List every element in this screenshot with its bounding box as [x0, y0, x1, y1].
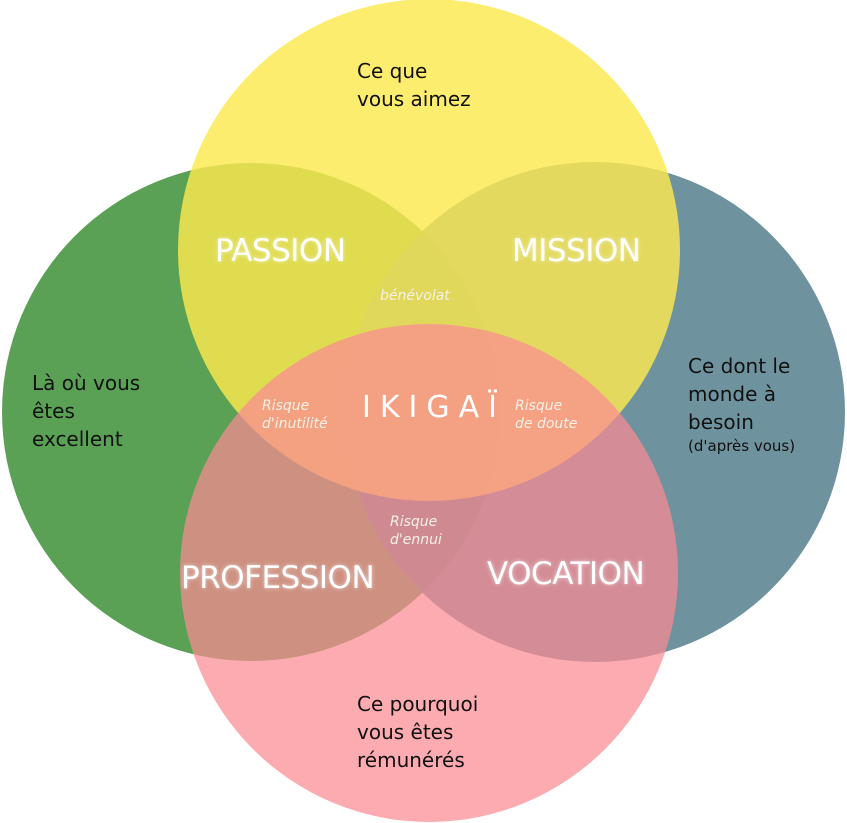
- label-risk-doubt: Risque de doute: [515, 397, 577, 433]
- label-line: rémunérés: [357, 748, 465, 772]
- label-note: (d'après vous): [688, 437, 796, 455]
- label-line: Risque: [515, 398, 563, 414]
- label-ikigai: IKIGAÏ: [362, 390, 506, 425]
- label-line: Ce dont le: [688, 354, 791, 378]
- label-line: Risque: [262, 398, 310, 414]
- label-line: d'inutilité: [262, 416, 328, 432]
- label-line: vous aimez: [357, 87, 471, 111]
- label-line: Ce que: [357, 59, 428, 83]
- label-line: êtes: [32, 399, 75, 423]
- label-passion: PASSION: [215, 233, 346, 269]
- label-line: de doute: [515, 416, 578, 432]
- label-benevolat: bénévolat: [380, 288, 450, 304]
- label-line: besoin: [688, 410, 754, 434]
- label-vocation: VOCATION: [487, 556, 645, 592]
- label-line: vous êtes: [357, 720, 454, 744]
- label-risk-inutility: Risque d'inutilité: [262, 397, 328, 433]
- label-excellent: Là où vous êtes excellent: [32, 369, 140, 453]
- label-line: monde à: [688, 382, 777, 406]
- label-paid: Ce pourquoi vous êtes rémunérés: [357, 690, 478, 774]
- circle-paid: [180, 324, 678, 822]
- label-profession: PROFESSION: [181, 560, 375, 596]
- label-world-needs: Ce dont le monde à besoin (d'après vous): [688, 352, 795, 456]
- label-line: Ce pourquoi: [357, 692, 479, 716]
- label-mission: MISSION: [512, 233, 641, 269]
- label-risk-boredom: Risque d'ennui: [390, 513, 442, 549]
- label-line: Là où vous: [32, 371, 141, 395]
- label-line: Risque: [390, 514, 438, 530]
- label-line: excellent: [32, 427, 123, 451]
- label-love: Ce que vous aimez: [357, 57, 471, 113]
- label-line: d'ennui: [390, 532, 442, 548]
